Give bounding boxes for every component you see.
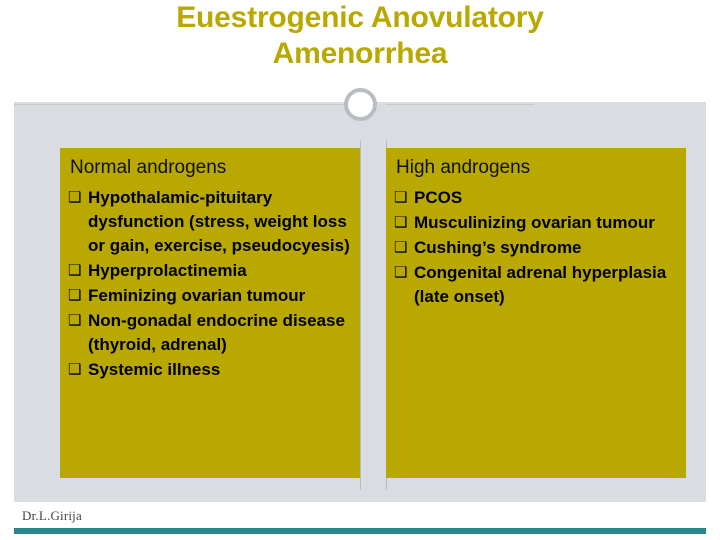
- circle-decoration-icon: [344, 88, 377, 121]
- list-item-text: Congenital adrenal hyperplasia (late ons…: [414, 263, 667, 306]
- bottom-accent-bar: [14, 528, 706, 534]
- bullet-square-icon: ❑: [394, 189, 408, 206]
- list-item-text: Musculinizing ovarian tumour: [414, 213, 655, 232]
- list-item: ❑ PCOS: [394, 186, 678, 210]
- column-heading-right: High androgens: [396, 157, 531, 178]
- bullet-square-icon: ❑: [68, 312, 82, 329]
- bullet-square-icon: ❑: [394, 214, 408, 231]
- list-item-text: PCOS: [414, 188, 463, 207]
- list-item: ❑ Non-gonadal endocrine disease (thyroid…: [68, 309, 352, 357]
- bullet-square-icon: ❑: [68, 361, 82, 378]
- bullet-list-left: ❑ Hypothalamic-pituitary dysfunction (st…: [68, 186, 352, 382]
- bullet-square-icon: ❑: [394, 239, 408, 256]
- list-item-text: Non-gonadal endocrine disease (thyroid, …: [88, 311, 345, 354]
- column-divider-left: [360, 140, 361, 490]
- bullet-square-icon: ❑: [68, 262, 82, 279]
- list-item: ❑ Systemic illness: [68, 358, 352, 382]
- list-item-text: Hyperprolactinemia: [88, 261, 247, 280]
- bullet-square-icon: ❑: [394, 264, 408, 281]
- list-item-text: Cushing’s syndrome: [414, 238, 582, 257]
- bullet-square-icon: ❑: [68, 287, 82, 304]
- author-footnote: Dr.L.Girija: [22, 508, 82, 523]
- list-item: ❑ Feminizing ovarian tumour: [68, 284, 352, 308]
- list-item-text: Systemic illness: [88, 360, 221, 379]
- divider-right: [386, 104, 534, 105]
- page-title: Euestrogenic Anovulatory Amenorrhea: [176, 1, 544, 70]
- column-high-androgens: High androgens ❑ PCOS ❑ Musculinizing ov…: [386, 148, 686, 478]
- list-item-text: Feminizing ovarian tumour: [88, 286, 306, 305]
- list-item: ❑ Cushing’s syndrome: [394, 236, 678, 260]
- list-item: ❑ Musculinizing ovarian tumour: [394, 211, 678, 235]
- list-item: ❑ Hyperprolactinemia: [68, 259, 352, 283]
- bottom-white-strip: [0, 502, 720, 540]
- divider-left: [14, 104, 344, 105]
- bullet-list-right: ❑ PCOS ❑ Musculinizing ovarian tumour ❑ …: [394, 186, 678, 309]
- list-item: ❑ Hypothalamic-pituitary dysfunction (st…: [68, 186, 352, 258]
- column-heading-left: Normal androgens: [70, 157, 227, 178]
- bullet-square-icon: ❑: [68, 189, 82, 206]
- list-item-text: Hypothalamic-pituitary dysfunction (stre…: [88, 188, 350, 255]
- list-item: ❑ Congenital adrenal hyperplasia (late o…: [394, 261, 678, 309]
- column-normal-androgens: Normal androgens ❑ Hypothalamic-pituitar…: [60, 148, 360, 478]
